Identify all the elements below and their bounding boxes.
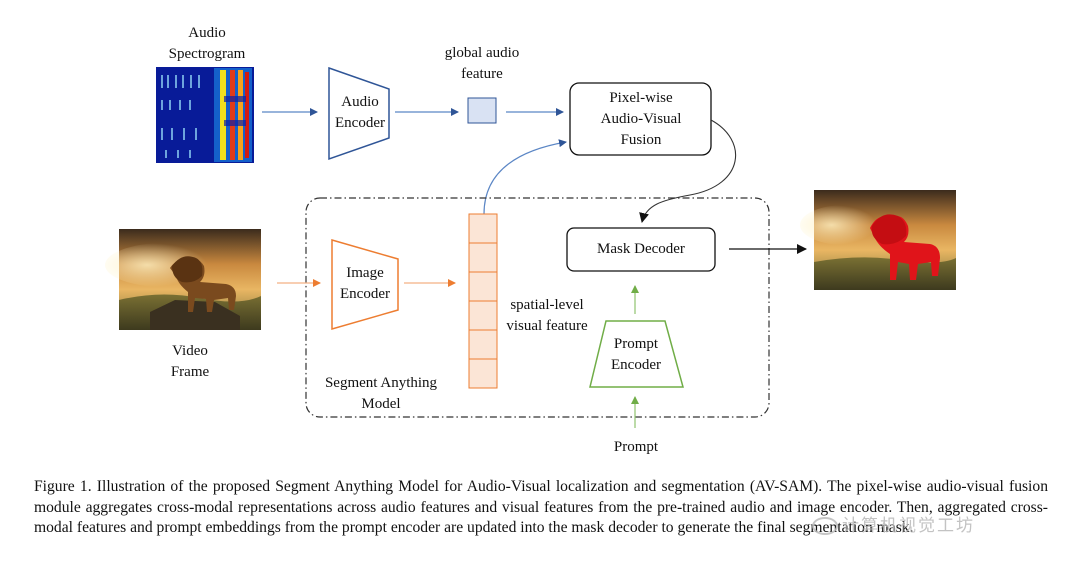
figure: Audio Spectrogram Audio Encoder global a… [105, 23, 956, 455]
segment-anything-model-box [305, 197, 770, 418]
audio-spectrogram-image [156, 67, 254, 163]
image-encoder-shape [331, 239, 399, 330]
audio-spectrogram-label: Audio Spectrogram [160, 23, 254, 65]
mask-decoder-box [566, 227, 716, 272]
watermark: 计算机视觉工坊 [812, 511, 975, 536]
video-frame-label-line2: Frame [170, 364, 210, 380]
spatial-feature-label: spatial-level visual feature [496, 295, 598, 337]
video-frame-label-line1: Video [172, 343, 208, 359]
spatial-feature-label-line1: spatial-level [510, 297, 584, 313]
fusion-label-line2: Audio-Visual [600, 111, 682, 127]
fusion-label-line1: Pixel-wise [609, 90, 673, 106]
global-audio-feature-label: global audio feature [432, 43, 532, 85]
global-audio-feature-label-line1: global audio [444, 45, 520, 61]
video-frame-label: Video Frame [155, 341, 225, 383]
spatial-feature-label-line2: visual feature [506, 318, 588, 334]
prompt-encoder-label: Prompt Encoder [596, 334, 676, 376]
figure-diagram [105, 66, 956, 428]
image-encoder-label-line2: Encoder [340, 286, 390, 302]
audio-spectrogram-label-line1: Audio [188, 25, 226, 41]
global-audio-feature-label-line2: feature [461, 66, 503, 82]
sam-label: Segment Anything Model [312, 373, 450, 415]
prompt-label: Prompt [613, 439, 659, 455]
mask-decoder-label: Mask Decoder [597, 241, 685, 257]
watermark-text: 计算机视觉工坊 [842, 516, 975, 536]
sam-label-line1: Segment Anything [324, 375, 438, 391]
global-audio-feature-box [467, 97, 497, 124]
segmentation-output-image [800, 190, 956, 290]
prompt-encoder-label-line1: Prompt [613, 336, 659, 352]
prompt-encoder-shape [589, 320, 684, 388]
audio-encoder-label: Audio Encoder [328, 92, 392, 134]
sam-label-line2: Model [361, 396, 401, 412]
audio-spectrogram-label-line2: Spectrogram [168, 46, 246, 62]
prompt-encoder-label-line2: Encoder [611, 357, 661, 373]
image-encoder-label: Image Encoder [330, 263, 400, 305]
fusion-label: Pixel-wise Audio-Visual Fusion [572, 88, 710, 151]
audio-encoder-label-line1: Audio [341, 94, 379, 110]
wechat-icon [812, 517, 838, 535]
audio-encoder-shape [328, 66, 390, 161]
video-frame-image [105, 229, 261, 330]
audio-encoder-label-line2: Encoder [335, 115, 385, 131]
fusion-label-line3: Fusion [620, 132, 662, 148]
image-encoder-label-line1: Image [346, 265, 384, 281]
spatial-feature-column [468, 213, 498, 389]
figure-caption: Figure 1. Illustration of the proposed S… [34, 478, 1048, 536]
fusion-box [569, 82, 712, 156]
